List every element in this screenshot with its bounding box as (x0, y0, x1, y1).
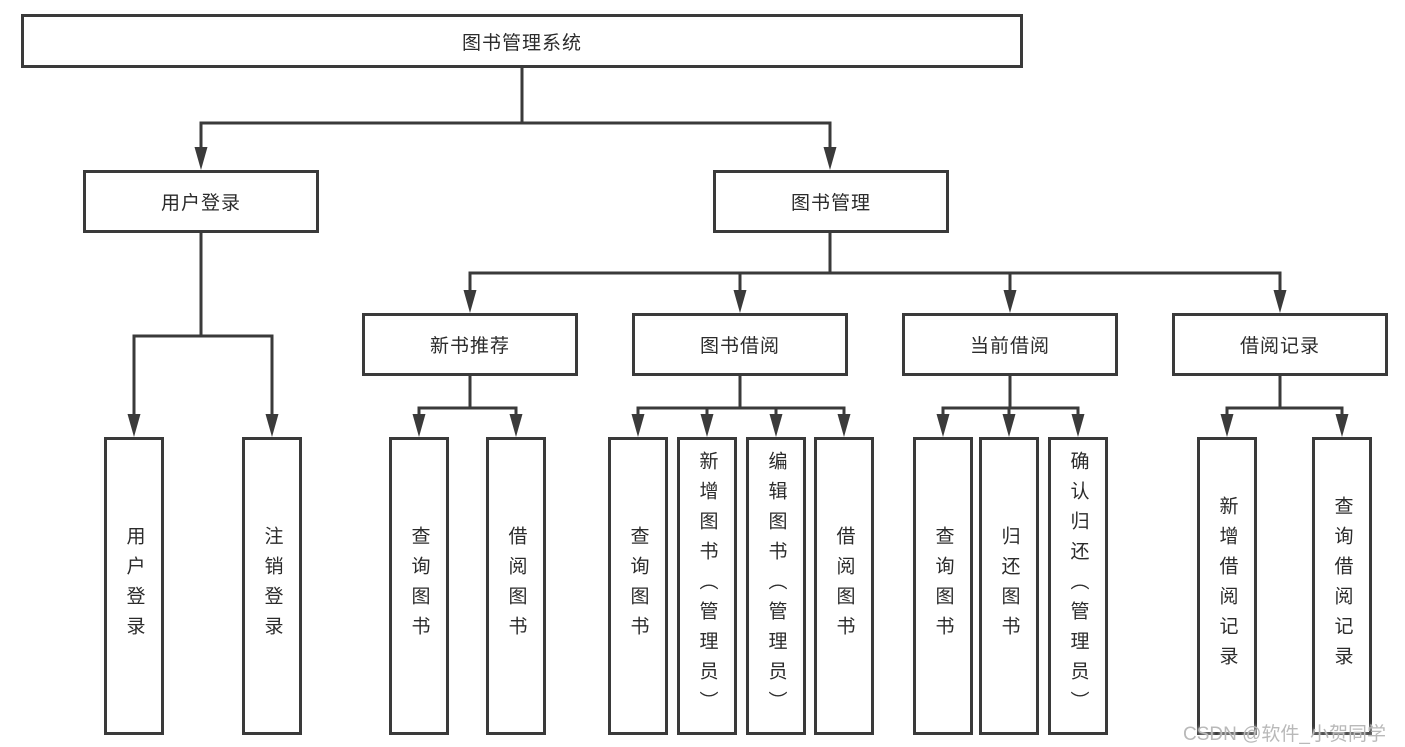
leaf-return-books: 归还图书 (979, 437, 1039, 735)
arrowhead-icon (412, 414, 426, 437)
node-new-book-recommend: 新书推荐 (362, 313, 578, 376)
arrowhead-icon (1273, 290, 1287, 313)
arrowhead-icon (1071, 414, 1085, 437)
leaf-label: 注销登录 (261, 526, 283, 646)
node-book-management: 图书管理 (713, 170, 949, 233)
leaf-label: 确认归还（管理员） (1067, 451, 1089, 721)
arrowhead-icon (936, 414, 950, 437)
node-borrow-records: 借阅记录 (1172, 313, 1388, 376)
leaf-query-books: 查询图书 (913, 437, 973, 735)
arrowhead-icon (631, 414, 645, 437)
node-user-login: 用户登录 (83, 170, 319, 233)
connector-new-book-to-leaves (412, 374, 523, 437)
connector-current-borrow-to-leaves (936, 374, 1085, 437)
leaf-label: 借阅图书 (505, 526, 527, 646)
arrowhead-icon (1220, 414, 1234, 437)
arrowhead-icon (700, 414, 714, 437)
node-label: 借阅记录 (1239, 336, 1320, 357)
arrowhead-icon (837, 414, 851, 437)
leaf-query-books: 查询图书 (389, 437, 449, 735)
leaf-logout: 注销登录 (242, 437, 302, 735)
connector-book-management-to-level3 (463, 231, 1287, 313)
leaf-edit-books-admin: 编辑图书（管理员） (746, 437, 806, 735)
leaf-add-borrow-record: 新增借阅记录 (1197, 437, 1257, 735)
node-book-borrow: 图书借阅 (632, 313, 848, 376)
arrowhead-icon (769, 414, 783, 437)
leaf-label: 查询借阅记录 (1331, 496, 1353, 676)
node-label: 图书管理 (790, 193, 871, 214)
leaf-label: 查询图书 (408, 526, 430, 646)
leaf-label: 查询图书 (627, 526, 649, 646)
connector-user-login-to-leaves (127, 231, 279, 437)
leaf-label: 用户登录 (123, 526, 145, 646)
arrowhead-icon (1003, 290, 1017, 313)
node-label: 图书管理系统 (461, 32, 582, 54)
connector-root-to-level2 (194, 66, 837, 170)
arrowhead-icon (127, 414, 141, 437)
node-library-management-system: 图书管理系统 (21, 14, 1023, 68)
node-label: 用户登录 (160, 193, 241, 214)
arrowhead-icon (265, 414, 279, 437)
leaf-label: 新增图书（管理员） (696, 451, 718, 721)
arrowhead-icon (194, 147, 208, 170)
connector-borrow-records-to-leaves (1220, 374, 1349, 437)
leaf-borrow-books: 借阅图书 (486, 437, 546, 735)
arrowhead-icon (1002, 414, 1016, 437)
node-label: 当前借阅 (969, 336, 1050, 357)
csdn-watermark: CSDN @软件_小贺同学 (1183, 724, 1386, 745)
leaf-label: 归还图书 (998, 526, 1020, 646)
leaf-user-login: 用户登录 (104, 437, 164, 735)
arrowhead-icon (733, 290, 747, 313)
node-label: 新书推荐 (429, 336, 510, 357)
arrowhead-icon (1335, 414, 1349, 437)
node-current-borrow: 当前借阅 (902, 313, 1118, 376)
node-label: 图书借阅 (699, 336, 780, 357)
leaf-label: 借阅图书 (833, 526, 855, 646)
leaf-label: 编辑图书（管理员） (765, 451, 787, 721)
leaf-query-books: 查询图书 (608, 437, 668, 735)
leaf-query-borrow-record: 查询借阅记录 (1312, 437, 1372, 735)
leaf-confirm-return-admin: 确认归还（管理员） (1048, 437, 1108, 735)
arrowhead-icon (463, 290, 477, 313)
arrowhead-icon (509, 414, 523, 437)
leaf-borrow-books: 借阅图书 (814, 437, 874, 735)
leaf-add-books-admin: 新增图书（管理员） (677, 437, 737, 735)
connector-book-borrow-to-leaves (631, 374, 851, 437)
leaf-label: 查询图书 (932, 526, 954, 646)
arrowhead-icon (823, 147, 837, 170)
leaf-label: 新增借阅记录 (1216, 496, 1238, 676)
